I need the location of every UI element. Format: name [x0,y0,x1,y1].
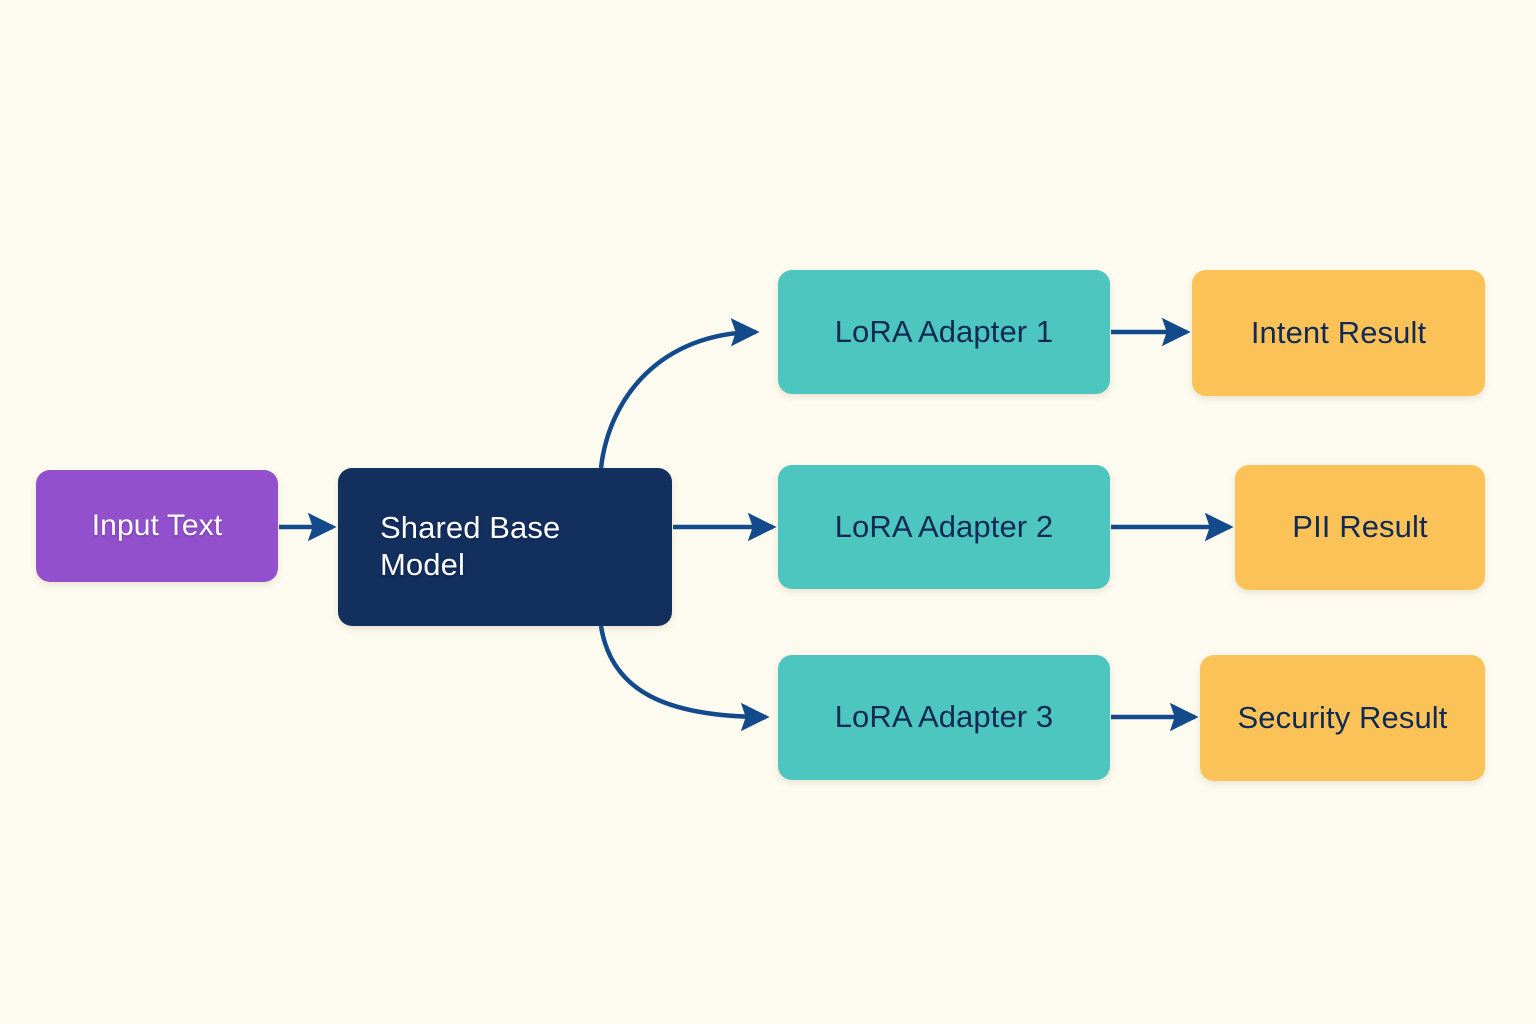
node-lora-adapter-3[interactable]: LoRA Adapter 3 [778,655,1110,780]
node-security-result-label: Security Result [1237,699,1448,735]
edge-base-to-adapter-3 [598,625,770,732]
node-security-result[interactable]: Security Result [1200,655,1485,781]
node-pii-result-label: PII Result [1292,509,1428,545]
node-lora-adapter-3-label: LoRA Adapter 3 [834,699,1054,735]
node-input-text-label: Input Text [91,509,223,543]
node-intent-result-label: Intent Result [1250,314,1427,350]
node-base-label-line2: Model [380,547,465,582]
node-base-label-line1: Shared Base [380,510,561,546]
node-lora-adapter-1[interactable]: LoRA Adapter 1 [778,270,1110,394]
node-shared-base-model[interactable]: Shared Base Model [338,468,672,626]
node-lora-adapter-1-label: LoRA Adapter 1 [834,313,1054,349]
node-lora-adapter-2[interactable]: LoRA Adapter 2 [778,465,1110,589]
node-shared-base-model-label: Shared Base Model [380,510,648,583]
node-input-text[interactable]: Input Text [36,470,278,582]
node-pii-result[interactable]: PII Result [1235,465,1485,590]
node-lora-adapter-2-label: LoRA Adapter 2 [834,508,1054,544]
node-intent-result[interactable]: Intent Result [1192,270,1485,396]
edge-base-to-adapter-1 [598,318,760,469]
